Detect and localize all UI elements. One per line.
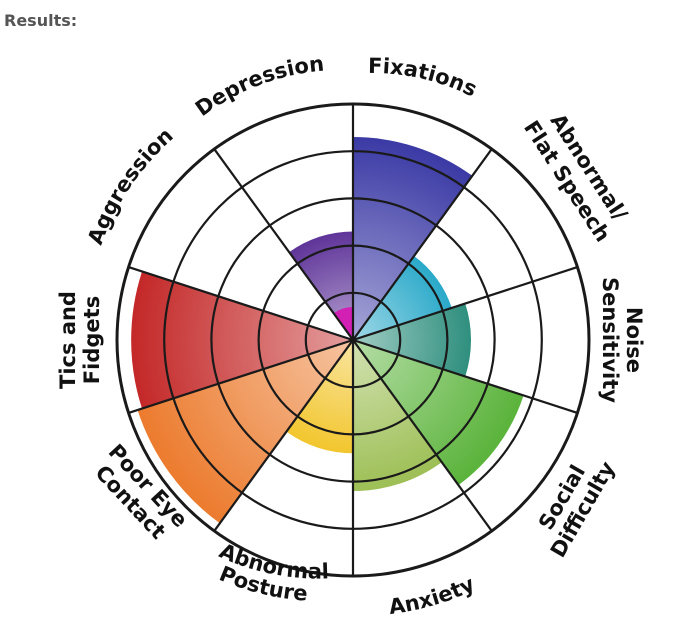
sector-noise-sensitivity (353, 303, 471, 377)
results-heading: Results: (4, 11, 78, 30)
grid-spoke (352, 339, 493, 532)
grid-spoke (213, 148, 354, 341)
label-tics-line1: Tics and (56, 291, 80, 389)
grid-spoke (128, 266, 354, 342)
label-noise-line1: Noise (622, 307, 646, 373)
sector-abnormal-posture (286, 340, 353, 454)
sector-fixations (353, 137, 473, 340)
grid-spoke (352, 338, 578, 414)
sector-tics-and-fidgets (131, 271, 353, 409)
sector-social-difficulty (353, 340, 524, 486)
label-tics-line2: Fidgets (80, 296, 104, 384)
sector-abnormal-flat-speech (353, 255, 452, 340)
grid-spoke (352, 266, 578, 342)
sector-anxiety (353, 340, 442, 492)
label-depression: Depression (191, 52, 325, 121)
chart-sectors (131, 137, 524, 524)
label-anxiety: Anxiety (387, 572, 478, 619)
grid-spoke (352, 148, 493, 341)
chart-grid (115, 102, 591, 578)
label-aggression: Aggression (83, 123, 178, 247)
label-fixations: Fixations (368, 54, 481, 102)
grid-spoke (128, 338, 354, 414)
grid-spoke (213, 339, 354, 532)
label-noise-line2: Sensitivity (598, 277, 622, 403)
